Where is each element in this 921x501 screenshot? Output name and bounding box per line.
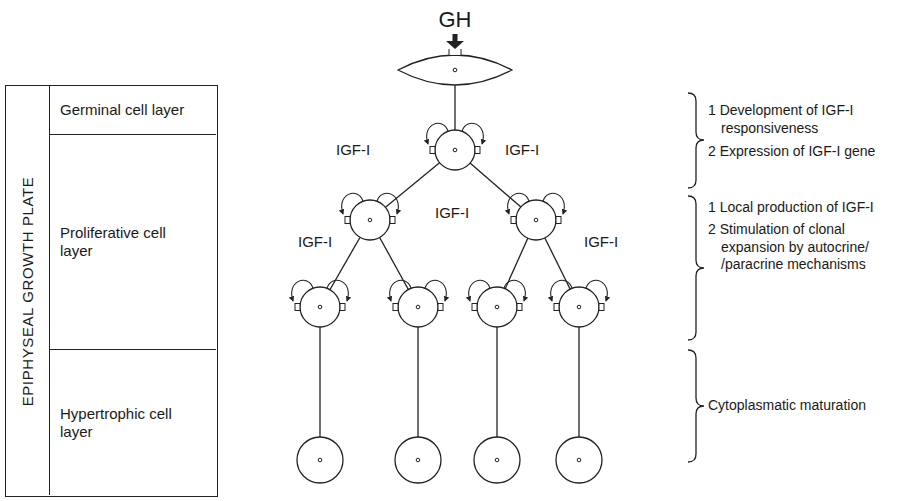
igf-label: IGF-I	[298, 233, 332, 252]
vertical-title: EPIPHYSEAL GROWTH PLATE	[19, 176, 36, 406]
gh-receptor	[449, 49, 461, 56]
growth-plate-box: EPIPHYSEAL GROWTH PLATE Germinal cell lay…	[5, 85, 218, 497]
hypertrophic-cell	[474, 437, 520, 483]
process-note: Cytoplasmatic maturation	[708, 397, 913, 415]
proliferative-cell	[292, 280, 349, 327]
germinal-cell	[398, 55, 512, 85]
hormone-label: GH	[439, 6, 472, 34]
layer-box: Proliferative cell layer	[49, 134, 216, 349]
proliferative-cell	[427, 123, 484, 170]
proliferative-cell	[508, 193, 565, 240]
process-note: 1 Local production of IGF-I	[708, 199, 913, 217]
hypertrophic-cell	[297, 437, 343, 483]
layer-box: Germinal cell layer	[49, 86, 216, 134]
igf-label: IGF-I	[336, 141, 370, 160]
curly-brace	[688, 93, 704, 462]
layer-name: Germinal cell layer	[60, 101, 184, 119]
hypertrophic-cell	[556, 437, 602, 483]
process-note: 1 Development of IGF-I responsiveness	[708, 102, 913, 137]
igf-label: IGF-I	[505, 141, 539, 160]
proliferative-cell	[390, 280, 447, 327]
gh-arrow-head	[446, 41, 464, 49]
proliferative-cell	[469, 280, 526, 327]
lineage-lines	[320, 84, 579, 460]
igf-label: IGF-I	[584, 233, 618, 252]
igf-label: IGF-I	[435, 204, 469, 223]
process-note: 2 Stimulation of clonal expansion by aut…	[708, 221, 896, 274]
nucleus-dot	[453, 68, 457, 72]
gh-arrow-shaft	[453, 34, 458, 42]
proliferative-cell	[342, 193, 399, 240]
process-note: 2 Expression of IGF-I gene	[708, 143, 913, 161]
layer-name: Proliferative cell layer	[60, 224, 172, 260]
layer-name: Hypertrophic cell layer	[60, 405, 172, 441]
title-column: EPIPHYSEAL GROWTH PLATE	[6, 86, 49, 496]
hypertrophic-cell	[395, 437, 441, 483]
proliferative-cell	[551, 280, 608, 327]
layer-box: Hypertrophic cell layer	[49, 349, 216, 495]
